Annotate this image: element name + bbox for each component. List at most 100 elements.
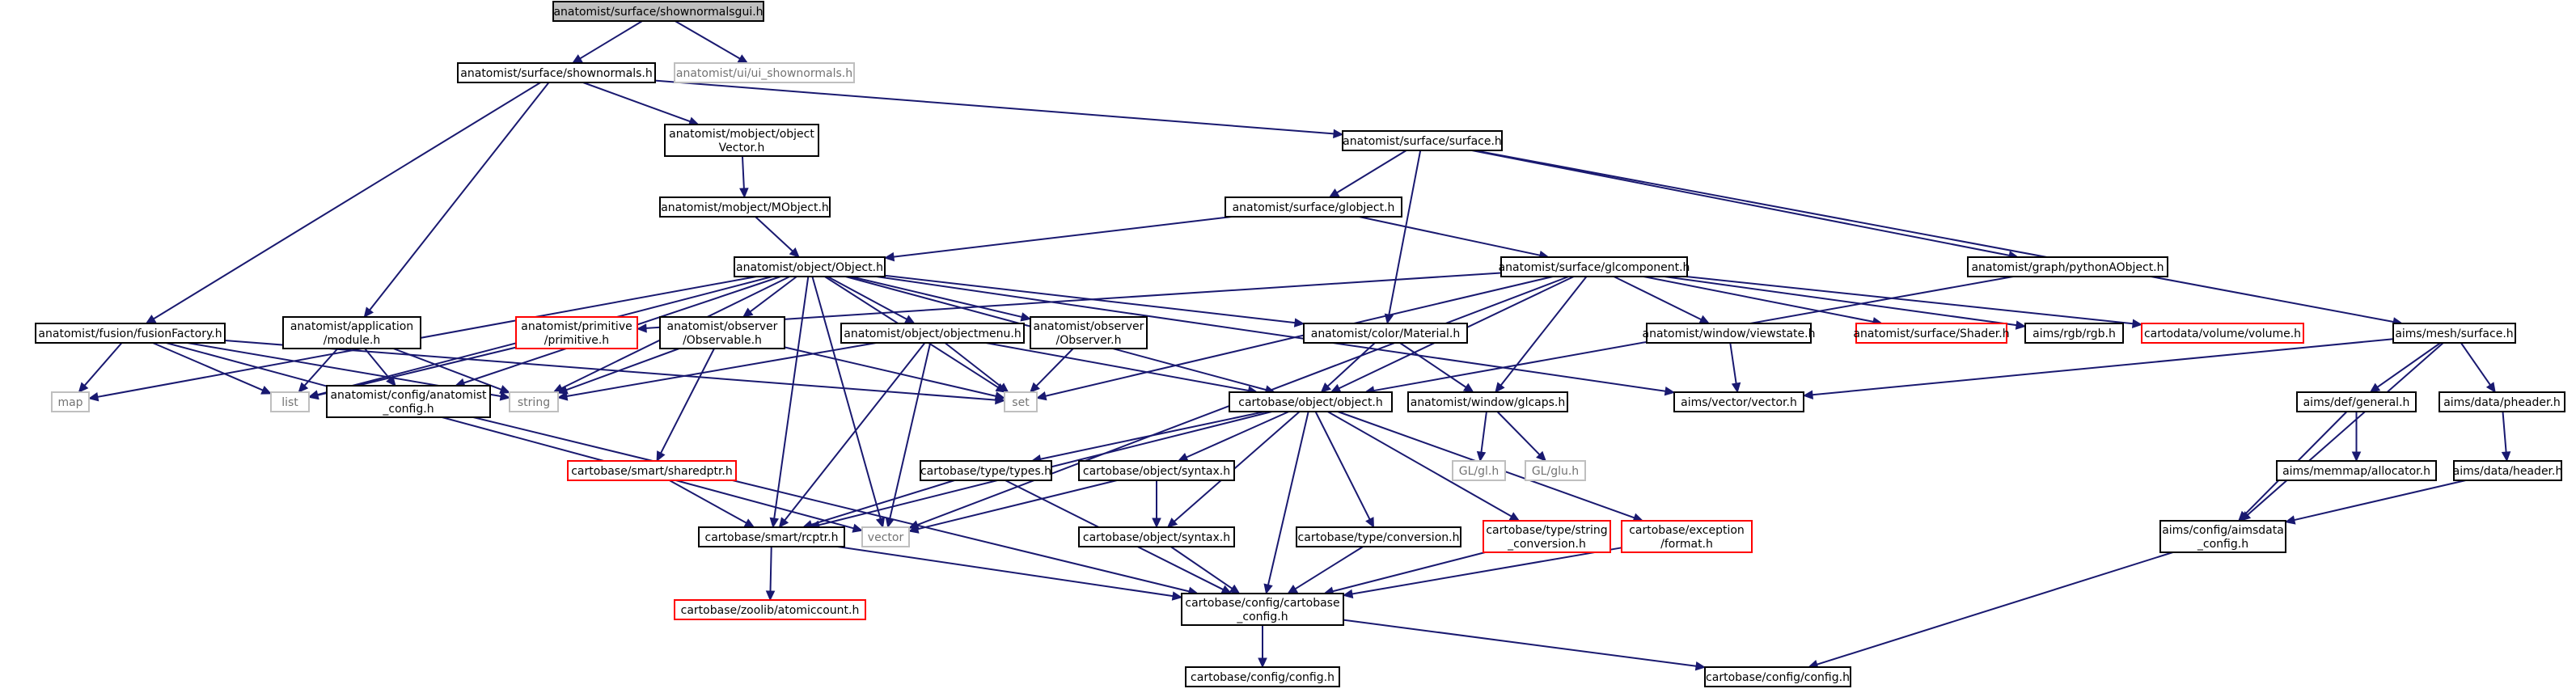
node-glcomponent[interactable]: anatomist/surface/glcomponent.h	[1499, 256, 1690, 277]
node-label: anatomist/config/anatomist	[330, 389, 487, 402]
edge-arrowhead-objectmenu-to-set	[997, 382, 1009, 393]
edge-arrowhead-format-to-cbconfig	[1342, 589, 1354, 599]
node-format[interactable]: cartobase/exception/format.h	[1621, 520, 1753, 553]
node-syntax1[interactable]: cartobase/object/syntax.h	[1078, 460, 1235, 481]
node-observable[interactable]: anatomist/observer/Observable.h	[659, 316, 785, 349]
node-string: string	[509, 391, 559, 412]
edge-mobjectvector-to-mobject	[741, 155, 745, 189]
node-box	[1225, 196, 1402, 218]
edge-arrowhead-object-to-material	[1293, 318, 1305, 327]
node-fusionfactory[interactable]: anatomist/fusion/fusionFactory.h	[35, 323, 226, 344]
node-pheader[interactable]: aims/data/pheader.h	[2439, 391, 2565, 412]
node-shownormalsgui[interactable]: anatomist/surface/shownormalsgui.h	[552, 1, 764, 22]
node-box	[1621, 520, 1753, 553]
edge-object-to-map	[97, 276, 757, 398]
node-meshsurface[interactable]: aims/mesh/surface.h	[2392, 323, 2516, 344]
node-label: anatomist/window/viewstate.h	[1643, 327, 1816, 340]
edge-header-to-aimsdataconfig	[2294, 480, 2466, 522]
node-header[interactable]: aims/data/header.h	[2453, 460, 2563, 481]
edge-arrowhead-object-to-rcptr	[769, 517, 780, 529]
node-box	[659, 316, 785, 349]
node-box	[270, 391, 310, 412]
edge-glcomponent-to-set	[1045, 276, 1554, 397]
node-box	[509, 391, 559, 412]
node-types[interactable]: cartobase/type/types.h	[920, 460, 1052, 481]
node-shader[interactable]: anatomist/surface/Shader.h	[1853, 323, 2010, 344]
node-cbconfig[interactable]: cartobase/config/cartobase_config.h	[1181, 593, 1344, 626]
edge-rcptr-to-atomiccount	[769, 546, 772, 592]
node-config2[interactable]: cartobase/config/config.h	[1704, 666, 1851, 687]
edge-fusionfactory-to-vector	[166, 342, 854, 530]
node-pythonaobject[interactable]: anatomist/graph/pythonAObject.h	[1967, 256, 2168, 277]
node-primitive[interactable]: anatomist/primitive/primitive.h	[515, 316, 638, 349]
node-box	[1181, 593, 1344, 626]
edge-arrowhead-appmodule-to-list	[298, 382, 309, 393]
node-stringconv[interactable]: cartobase/type/string_conversion.h	[1483, 520, 1611, 553]
node-viewstate[interactable]: anatomist/window/viewstate.h	[1643, 323, 1816, 344]
node-syntax2[interactable]: cartobase/object/syntax.h	[1078, 526, 1235, 547]
edge-arrowhead-cbobject-to-syntax2	[1166, 518, 1178, 528]
node-label: cartobase/config/config.h	[1706, 671, 1850, 684]
node-atomiccount[interactable]: cartobase/zoolib/atomiccount.h	[674, 599, 866, 620]
node-label: anatomist/mobject/object	[669, 128, 814, 141]
node-box	[2141, 323, 2304, 344]
node-mobject[interactable]: anatomist/mobject/MObject.h	[659, 196, 831, 218]
node-rgb[interactable]: aims/rgb/rgb.h	[2024, 323, 2124, 344]
edge-arrowhead-mobjectvector-to-mobject	[739, 188, 749, 199]
node-vector_h[interactable]: aims/vector/vector.h	[1673, 391, 1804, 412]
node-box	[1525, 460, 1586, 481]
node-box	[674, 62, 855, 83]
node-cbobject[interactable]: cartobase/object/object.h	[1229, 391, 1393, 412]
edge-object-to-vector_h	[876, 276, 1666, 392]
node-allocator[interactable]: aims/memmap/allocator.h	[2276, 460, 2437, 481]
node-anaconfig[interactable]: anatomist/config/anatomist_config.h	[326, 385, 491, 418]
node-shownormals[interactable]: anatomist/surface/shownormals.h	[457, 62, 656, 83]
node-object[interactable]: anatomist/object/Object.h	[734, 256, 886, 277]
node-glcaps[interactable]: anatomist/window/glcaps.h	[1407, 391, 1568, 412]
node-label: _config.h	[1236, 611, 1288, 623]
node-observer[interactable]: anatomist/observer/Observer.h	[1030, 316, 1148, 349]
node-box	[552, 1, 764, 22]
node-surface[interactable]: anatomist/surface/surface.h	[1342, 130, 1503, 151]
node-globject[interactable]: anatomist/surface/globject.h	[1225, 196, 1402, 218]
edge-shownormalsgui-to-ui_shownormals	[675, 20, 741, 60]
edge-arrowhead-objectmenu-to-rcptr	[778, 517, 789, 528]
node-box	[1483, 520, 1611, 553]
edge-syntax1-to-vector	[917, 480, 1118, 530]
edge-appmodule-to-string	[392, 348, 502, 391]
node-config1[interactable]: cartobase/config/config.h	[1185, 666, 1340, 687]
node-box	[1185, 666, 1340, 687]
node-label: aims/mesh/surface.h	[2395, 327, 2513, 340]
edge-arrowhead-object-to-map	[87, 392, 99, 402]
edge-observer-to-set	[1035, 348, 1074, 387]
edge-appmodule-to-list	[303, 348, 339, 387]
edge-arrowhead-fusionfactory-to-string	[499, 391, 511, 401]
edge-arrowhead-observer-to-set	[1029, 382, 1040, 393]
node-aimsdataconfig[interactable]: aims/config/aimsdata_config.h	[2159, 520, 2286, 553]
node-box	[1646, 323, 1812, 344]
node-appmodule[interactable]: anatomist/application/module.h	[282, 316, 421, 349]
node-label: anatomist/surface/shownormals.h	[460, 67, 652, 80]
node-conversion[interactable]: cartobase/type/conversion.h	[1296, 526, 1461, 547]
node-box	[1967, 256, 2168, 277]
edge-cbobject-to-stringconv	[1327, 411, 1512, 518]
node-box	[1704, 666, 1851, 687]
node-box	[35, 323, 226, 344]
node-objectmenu[interactable]: anatomist/object/objectmenu.h	[840, 323, 1025, 344]
node-volume[interactable]: cartodata/volume/volume.h	[2141, 323, 2304, 344]
node-box	[1303, 323, 1468, 344]
node-label: anatomist/surface/surface.h	[1343, 135, 1502, 148]
node-defgeneral[interactable]: aims/def/general.h	[2296, 391, 2417, 412]
node-label: /format.h	[1660, 538, 1713, 551]
edge-object-to-observable	[750, 276, 797, 313]
node-material[interactable]: anatomist/color/Material.h	[1303, 323, 1468, 344]
node-box	[1078, 526, 1235, 547]
node-box	[2159, 520, 2286, 553]
node-label: anatomist/mobject/MObject.h	[661, 201, 829, 214]
node-sharedptr[interactable]: cartobase/smart/sharedptr.h	[567, 460, 737, 481]
edge-format-to-cbconfig	[1351, 547, 1622, 595]
node-box	[1452, 460, 1506, 481]
node-rcptr[interactable]: cartobase/smart/rcptr.h	[698, 526, 845, 547]
